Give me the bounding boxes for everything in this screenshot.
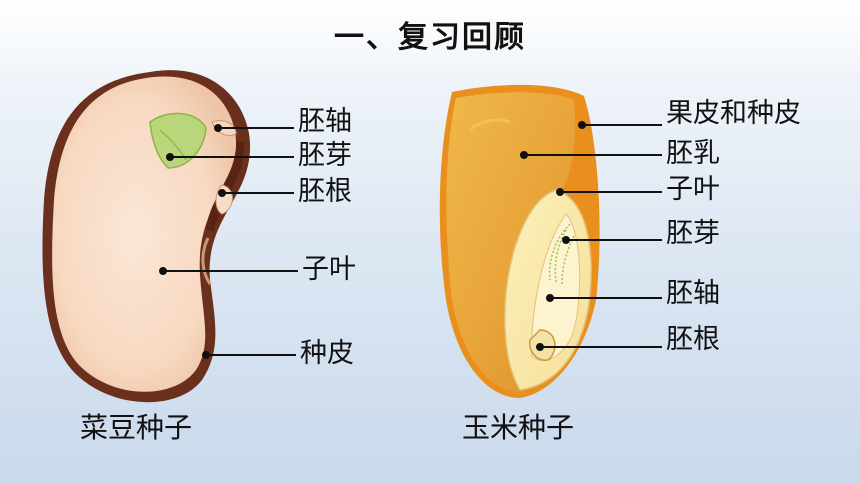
corn-caption: 玉米种子 bbox=[462, 411, 575, 444]
corn-label-hypocotyl: 胚轴 bbox=[666, 278, 720, 309]
bean-seed-illustration bbox=[42, 70, 251, 403]
bean-radicle-shape bbox=[215, 184, 233, 215]
bean-label-cotyledon: 子叶 bbox=[302, 254, 356, 285]
corn-label-pericarp-seed-coat: 果皮和种皮 bbox=[666, 98, 801, 129]
bean-leaders bbox=[159, 124, 298, 359]
bean-label-seed-coat: 种皮 bbox=[300, 338, 354, 369]
bean-label-hypocotyl: 胚轴 bbox=[298, 106, 352, 137]
corn-label-radicle: 胚根 bbox=[666, 324, 720, 355]
bean-label-plumule: 胚芽 bbox=[298, 140, 352, 171]
page-title: 一、复习回顾 bbox=[334, 20, 526, 55]
bean-plumule-shape bbox=[149, 112, 207, 169]
corn-seed-illustration bbox=[439, 84, 600, 399]
bean-label-radicle: 胚根 bbox=[298, 176, 352, 207]
bean-caption: 菜豆种子 bbox=[80, 411, 193, 444]
corn-label-endosperm: 胚乳 bbox=[666, 138, 720, 169]
corn-leaders bbox=[520, 121, 662, 351]
corn-label-cotyledon: 子叶 bbox=[666, 174, 720, 205]
corn-label-plumule: 胚芽 bbox=[666, 218, 720, 249]
